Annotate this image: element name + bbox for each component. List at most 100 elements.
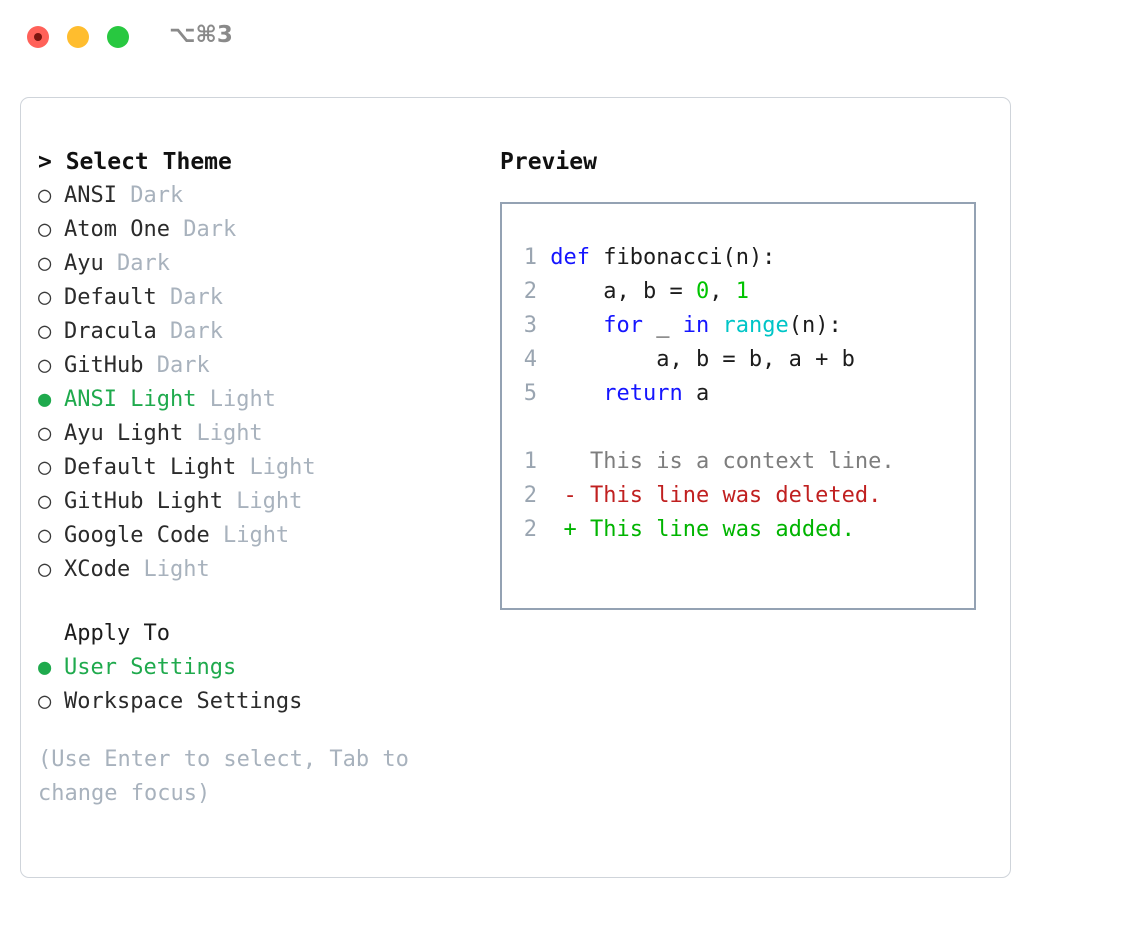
theme-list: ○ANSI Dark○Atom One Dark○Ayu Dark○Defaul… [38,179,488,587]
theme-option-default[interactable]: ○ Default Dark [38,281,488,315]
theme-kind-badge: Dark [156,353,210,378]
apply-to-label: User Settings [64,655,237,680]
theme-name: Default Light [64,455,250,480]
title-bar: ⌥⌘3 [0,0,1140,78]
theme-kind-badge: Light [209,387,276,412]
code-token [550,313,603,338]
apply-to-list: ● User Settings ○Workspace Settings [38,651,488,719]
theme-option-xcode[interactable]: ○ XCode Light [38,553,488,587]
radio-unselected-icon: ○ [38,217,52,242]
theme-name: XCode [64,557,144,582]
line-number: 2 [523,483,537,508]
code-line: 2 a, b = 0, 1 [515,275,895,309]
line-number: 1 [523,245,537,270]
theme-option-github-light[interactable]: ○ GitHub Light Light [38,485,488,519]
section-spacer [38,587,488,617]
theme-name: GitHub Light [64,489,237,514]
code-token: for [603,313,643,338]
diff-line: 1 This is a context line. [515,445,895,479]
code-line: 5 return a [515,377,895,411]
line-number: 3 [523,313,537,338]
theme-option-github[interactable]: ○GitHub Dark [38,349,488,383]
code-token [550,381,603,406]
theme-kind-badge: Dark [169,285,223,310]
code-token: (n): [788,313,842,338]
code-line: 3 for _ in range(n): [515,309,895,343]
minimize-window-button[interactable] [67,26,89,48]
theme-name: Dracula [64,319,170,344]
line-number: 2 [523,279,537,304]
theme-kind-badge: Dark [183,217,237,242]
line-number: 1 [523,449,537,474]
theme-kind-badge: Dark [116,251,170,276]
theme-option-google-code[interactable]: ○ Google Code Light [38,519,488,553]
line-number: 4 [523,347,537,372]
theme-option-ansi[interactable]: ○ANSI Dark [38,179,488,213]
radio-unselected-icon: ○ [38,489,52,514]
content-frame: > Select Theme ○ANSI Dark○Atom One Dark○… [20,97,1011,878]
diff-line: 2 - This line was deleted. [515,479,895,513]
code-line: 4 a, b = b, a + b [515,343,895,377]
preview-panel: Preview 1 def fibonacci(n):2 a, b = 0, 1… [500,145,990,610]
code-token: def [550,245,590,270]
theme-name: ANSI Light [64,387,210,412]
radio-unselected-icon: ○ [38,455,52,480]
code-token: in [682,313,710,338]
theme-name: ANSI [64,183,131,208]
theme-name: Google Code [64,523,223,548]
code-token: 1 [735,279,749,304]
theme-kind-badge: Light [236,489,303,514]
theme-name: Default [64,285,170,310]
diff-line: 2 + This line was added. [515,513,895,547]
code-token: 0 [695,279,710,304]
maximize-window-button[interactable] [107,26,129,48]
diff-text: This line was deleted. [576,483,882,508]
radio-unselected-icon: ○ [38,251,52,276]
diff-text: This is a context line. [576,449,895,474]
radio-unselected-icon: ○ [38,319,52,344]
radio-selected-icon: ● [38,387,52,412]
panel-title: > Select Theme [38,149,232,175]
radio-unselected-icon: ○ [38,523,52,548]
apply-to-label: Workspace Settings [64,689,303,714]
theme-option-ayu-light[interactable]: ○Ayu Light Light [38,417,488,451]
apply-to-heading: Apply To [64,621,170,646]
code-token: a, b = [550,279,696,304]
line-number: 5 [523,381,537,406]
diff-marker [564,449,577,474]
theme-option-ayu[interactable]: ○ Ayu Dark [38,247,488,281]
theme-option-atom-one[interactable]: ○ Atom One Dark [38,213,488,247]
code-token: a, b = b, a + b [550,347,855,372]
keyboard-hint-text: (Use Enter to select, Tab to change focu… [38,747,409,806]
preview-title: Preview [500,149,597,175]
radio-unselected-icon: ○ [38,557,52,582]
theme-kind-badge: Light [222,523,290,548]
theme-name: Ayu [64,251,117,276]
theme-kind-badge: Light [143,557,210,582]
theme-option-dracula[interactable]: ○Dracula Dark [38,315,488,349]
code-token: , [709,279,736,304]
theme-option-default-light[interactable]: ○ Default Light Light [38,451,488,485]
radio-unselected-icon: ○ [38,285,52,310]
apply-to-option-user-settings[interactable]: ● User Settings [38,651,488,685]
code-token: _ [642,313,683,338]
diff-text: This line was added. [576,517,855,542]
line-number: 2 [523,517,537,542]
theme-name: Atom One [64,217,184,242]
code-token: a [682,381,710,406]
theme-kind-badge: Dark [130,183,184,208]
code-token [709,313,722,338]
theme-option-ansi-light[interactable]: ● ANSI Light Light [38,383,488,417]
keyboard-shortcut-label: ⌥⌘3 [169,22,233,48]
theme-kind-badge: Light [249,455,316,480]
code-token: return [603,381,683,406]
radio-selected-icon: ● [38,655,52,680]
theme-selector-panel: > Select Theme ○ANSI Dark○Atom One Dark○… [38,145,488,811]
code-token: fibonacci(n): [590,245,776,270]
apply-to-option-workspace-settings[interactable]: ○Workspace Settings [38,685,488,719]
code-line: 1 def fibonacci(n): [515,241,895,275]
code-token: range [722,313,789,338]
close-window-button[interactable] [27,26,49,48]
